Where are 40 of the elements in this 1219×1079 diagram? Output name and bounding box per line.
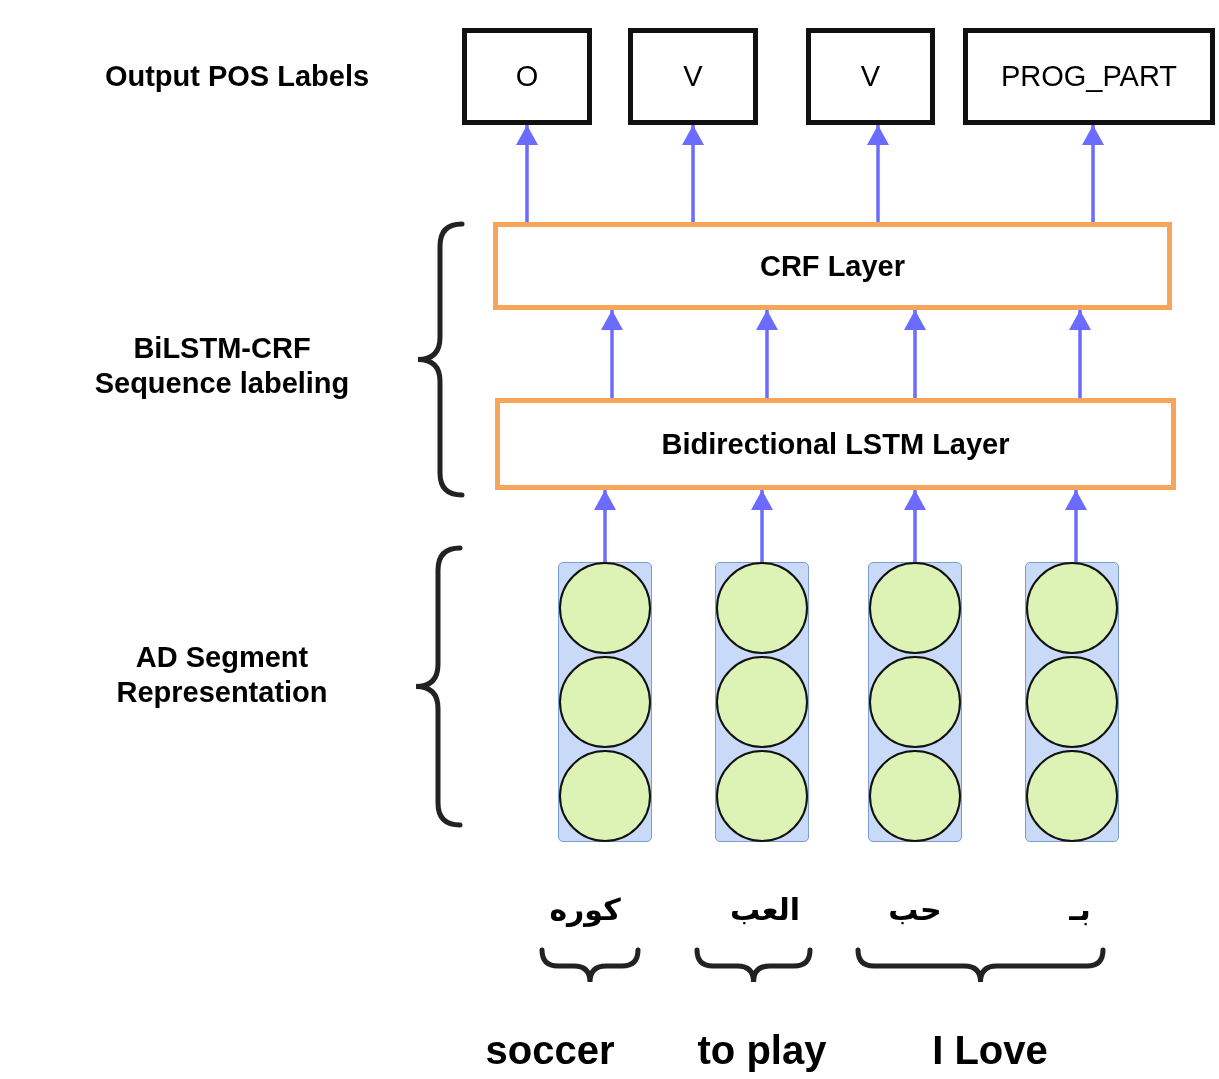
vector-column <box>868 562 962 842</box>
translation-label: to play <box>697 1027 827 1074</box>
vector-circle <box>715 749 808 842</box>
label-box: O <box>462 28 592 125</box>
layer-box: Bidirectional LSTM Layer <box>495 398 1176 490</box>
vector-column <box>558 562 652 842</box>
translation-label: I Love <box>932 1027 1048 1074</box>
section-label: Output POS Labels <box>103 58 371 94</box>
arrow <box>594 490 616 562</box>
vector-circle <box>558 749 651 842</box>
label-box: V <box>806 28 935 125</box>
arrow <box>1065 490 1087 562</box>
label-box: V <box>628 28 758 125</box>
section-label: BiLSTM-CRF Sequence labeling <box>93 331 351 401</box>
vector-column <box>715 562 809 842</box>
layer-box: CRF Layer <box>493 222 1172 310</box>
arrow <box>1082 125 1104 222</box>
arrow <box>1069 310 1091 398</box>
section-label: AD Segment Representation <box>115 640 329 710</box>
vector-circle <box>868 749 961 842</box>
arrow <box>867 125 889 222</box>
word-label: حب <box>888 892 942 928</box>
arrow <box>756 310 778 398</box>
arrow <box>751 490 773 562</box>
word-label: كوره <box>549 892 621 928</box>
vector-circle <box>1025 561 1118 654</box>
vector-circle <box>1025 749 1118 842</box>
arrow <box>516 125 538 222</box>
translation-label: soccer <box>485 1027 615 1074</box>
arrow <box>601 310 623 398</box>
vector-circle <box>715 561 808 654</box>
vector-circle <box>558 561 651 654</box>
arrow <box>682 125 704 222</box>
word-label: العب <box>729 892 801 928</box>
label-box: PROG_PART <box>963 28 1215 125</box>
vector-circle <box>868 561 961 654</box>
arrow <box>904 490 926 562</box>
vector-column <box>1025 562 1119 842</box>
word-label: بـ <box>1069 892 1091 928</box>
arrow <box>904 310 926 398</box>
